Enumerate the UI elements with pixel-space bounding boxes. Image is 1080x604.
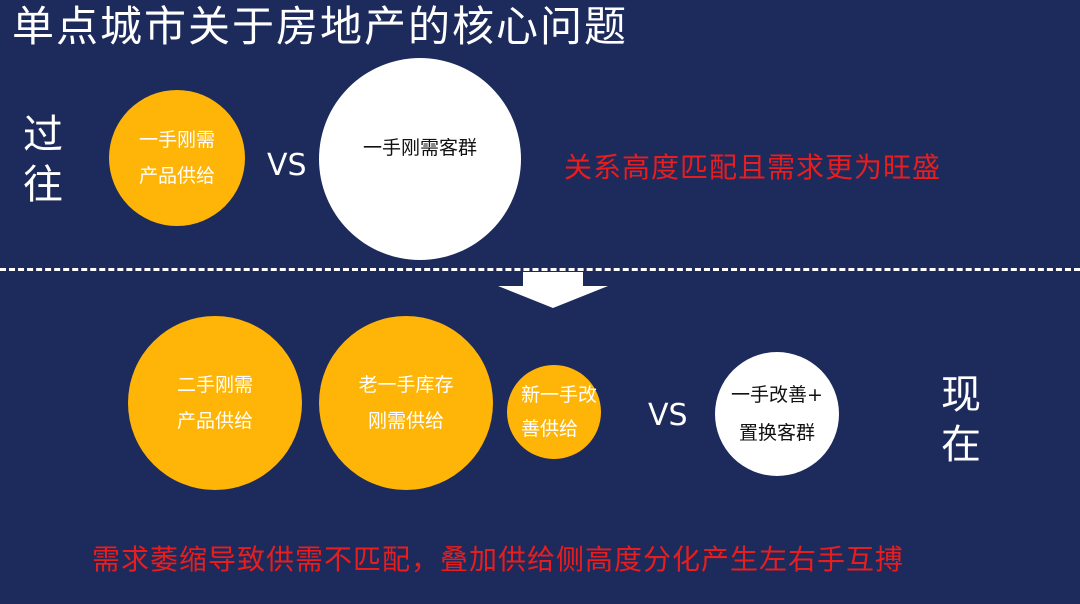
present-label: 现 在 bbox=[936, 370, 986, 470]
present-demand-line2: 置换客群 bbox=[738, 422, 815, 444]
present-supply-3-line2: 善供给 bbox=[520, 418, 578, 440]
present-supply-2-circle: 老一手库存 刚需供给 bbox=[319, 316, 493, 490]
section-divider bbox=[0, 268, 1080, 271]
page-title: 单点城市关于房地产的核心问题 bbox=[12, 2, 629, 51]
present-supply-1-line1: 二手刚需 bbox=[176, 374, 253, 396]
present-demand-circle: 一手改善+ 置换客群 bbox=[715, 352, 839, 476]
past-demand-circle: 一手刚需客群 bbox=[319, 58, 521, 260]
present-supply-1-circle: 二手刚需 产品供给 bbox=[128, 316, 302, 490]
present-demand-line1: 一手改善+ bbox=[731, 384, 823, 406]
past-supply-circle: 一手刚需 产品供给 bbox=[109, 90, 245, 226]
present-conclusion: 需求萎缩导致供需不匹配，叠加供给侧高度分化产生左右手互搏 bbox=[92, 543, 905, 576]
present-label-line2: 在 bbox=[941, 422, 981, 468]
present-supply-1-line2: 产品供给 bbox=[176, 410, 253, 432]
present-vs-text: VS bbox=[648, 398, 688, 433]
down-arrow-icon bbox=[498, 272, 608, 308]
past-conclusion: 关系高度匹配且需求更为旺盛 bbox=[564, 151, 942, 184]
present-supply-3-line1: 新一手改 bbox=[520, 384, 597, 406]
past-demand-text: 一手刚需客群 bbox=[362, 137, 477, 159]
past-label-line2: 往 bbox=[23, 162, 63, 208]
present-supply-3-circle: 新一手改 善供给 bbox=[507, 365, 601, 459]
past-label: 过 往 bbox=[18, 110, 68, 210]
present-supply-2-line2: 刚需供给 bbox=[367, 410, 444, 432]
present-supply-2-line1: 老一手库存 bbox=[358, 374, 454, 396]
past-supply-line1: 一手刚需 bbox=[138, 129, 215, 151]
past-supply-line2: 产品供给 bbox=[138, 165, 215, 187]
past-label-line1: 过 bbox=[23, 112, 63, 158]
present-label-line1: 现 bbox=[941, 372, 981, 418]
past-vs-text: VS bbox=[267, 148, 307, 183]
